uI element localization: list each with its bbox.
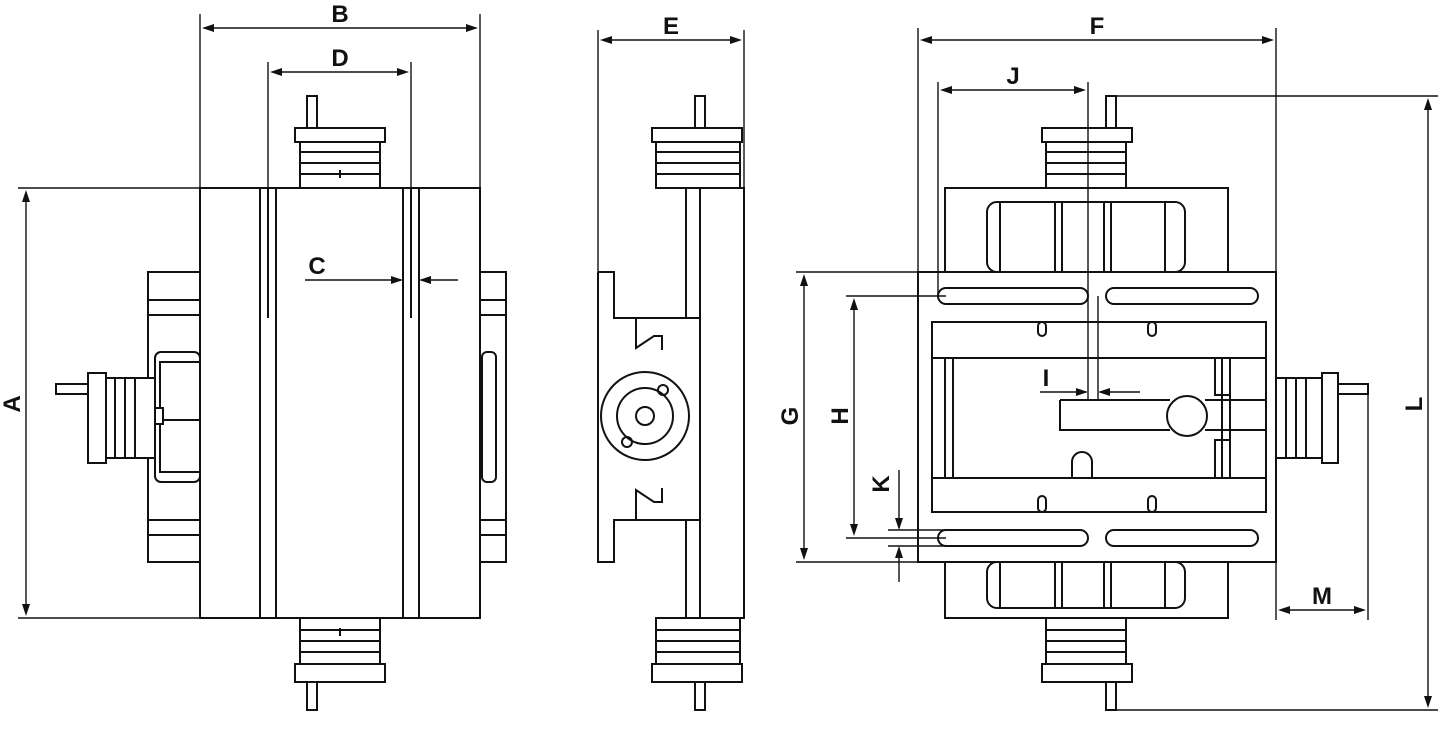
dim-label-c: C <box>308 253 325 280</box>
left-view: A B D C <box>0 1 507 711</box>
dim-label-h: H <box>827 407 854 424</box>
dim-label-g: G <box>777 407 804 426</box>
dim-label-m: M <box>1312 583 1332 610</box>
dim-label-l: L <box>1401 397 1428 412</box>
dim-label-d: D <box>331 45 348 72</box>
dim-label-e: E <box>663 13 679 40</box>
dim-label-k: K <box>868 475 895 493</box>
right-view: F J I G H K <box>777 13 1438 711</box>
dim-label-i: I <box>1043 365 1050 392</box>
dim-label-a: A <box>0 395 26 412</box>
side-view: E <box>597 13 745 711</box>
dim-label-f: F <box>1090 13 1105 40</box>
dim-label-j: J <box>1006 63 1019 90</box>
dim-label-b: B <box>331 1 348 28</box>
